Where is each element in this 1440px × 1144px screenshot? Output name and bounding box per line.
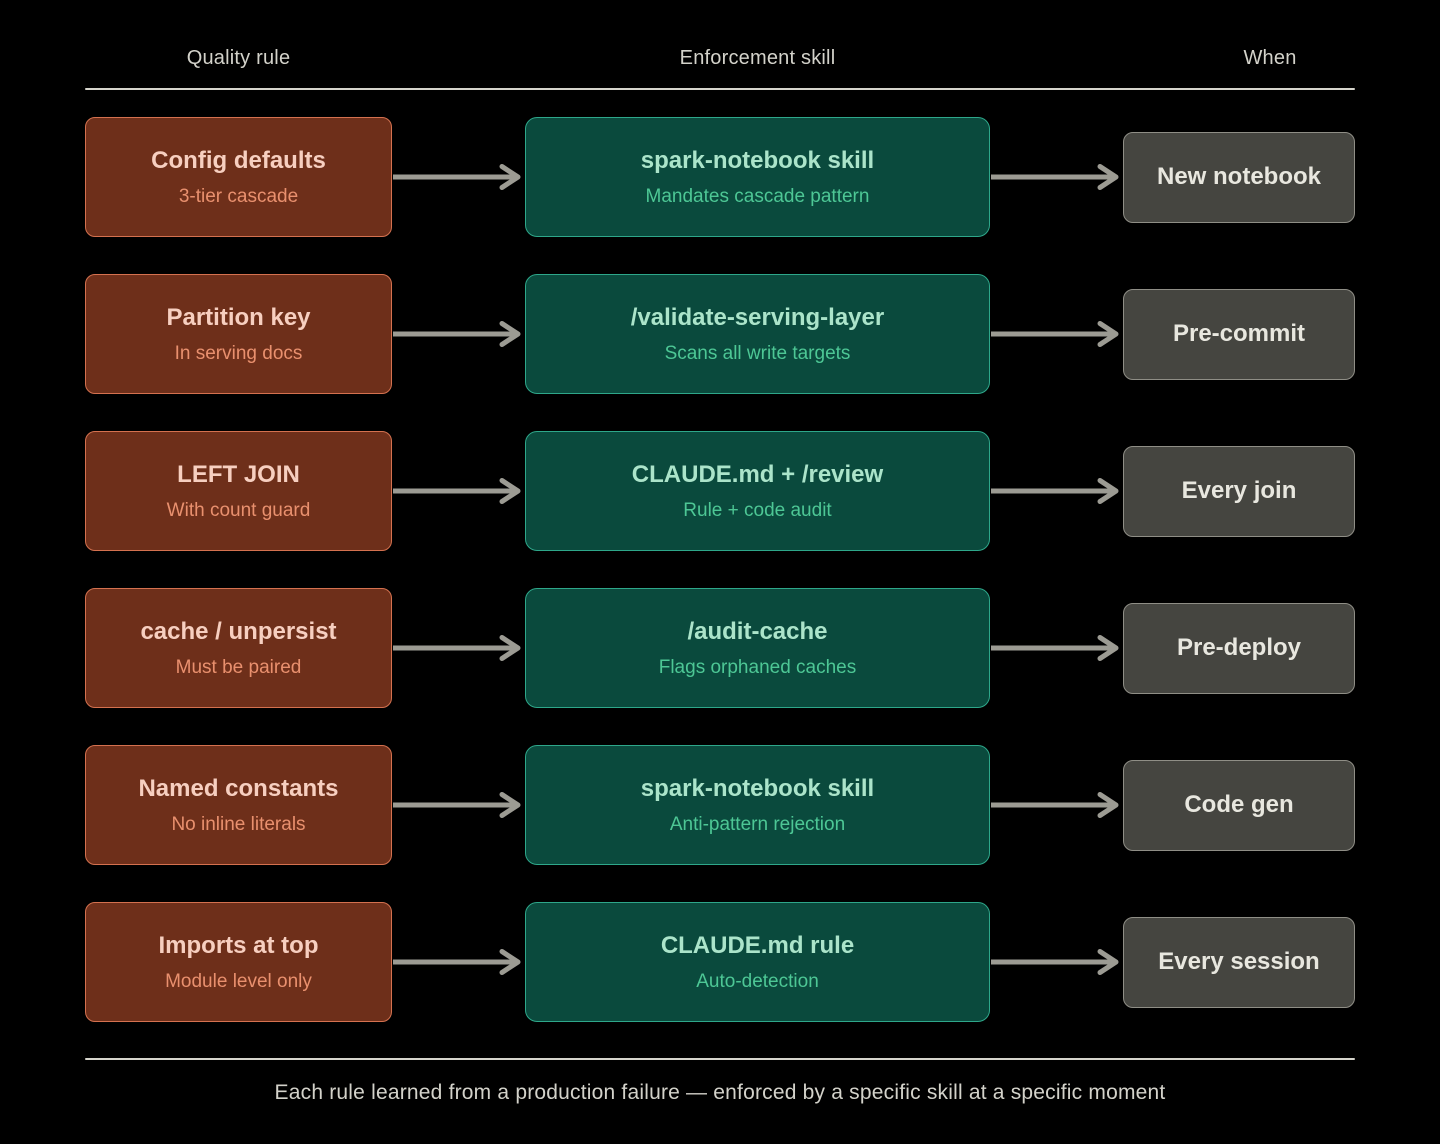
arrow-right-icon: [392, 117, 525, 237]
enforcement-skill-box: /validate-serving-layer Scans all write …: [525, 274, 990, 394]
mapping-row: Imports at top Module level only CLAUDE.…: [85, 902, 1355, 1022]
enforcement-skill-title: CLAUDE.md + /review: [631, 460, 884, 488]
mapping-rows: Config defaults 3-tier cascade spark-not…: [85, 117, 1355, 1022]
quality-rule-box: LEFT JOIN With count guard: [85, 431, 392, 551]
quality-rule-title: Named constants: [138, 774, 339, 802]
when-label: Code gen: [1184, 791, 1294, 818]
enforcement-skill-subtitle: Auto-detection: [696, 970, 819, 992]
quality-rule-box: Config defaults 3-tier cascade: [85, 117, 392, 237]
when-box: Every session: [1123, 916, 1355, 1008]
enforcement-skill-box: /audit-cache Flags orphaned caches: [525, 588, 990, 708]
footer-caption: Each rule learned from a production fail…: [274, 1081, 1166, 1104]
when-box: New notebook: [1123, 131, 1355, 223]
when-label: Every join: [1181, 477, 1297, 504]
enforcement-skill-subtitle: Mandates cascade pattern: [645, 185, 870, 207]
mapping-row: Partition key In serving docs /validate-…: [85, 274, 1355, 394]
enforcement-skill-subtitle: Scans all write targets: [664, 342, 851, 364]
mapping-row: LEFT JOIN With count guard CLAUDE.md + /…: [85, 431, 1355, 551]
when-label: Pre-commit: [1172, 320, 1306, 347]
arrow-right-icon: [990, 902, 1123, 1022]
quality-rule-title: Config defaults: [151, 146, 326, 174]
quality-rule-subtitle: Must be paired: [175, 656, 302, 678]
mapping-row: Named constants No inline literals spark…: [85, 745, 1355, 865]
arrow-right-icon: [990, 117, 1123, 237]
quality-rule-title: Imports at top: [158, 931, 319, 959]
enforcement-skill-title: spark-notebook skill: [640, 774, 875, 802]
quality-rule-box: Imports at top Module level only: [85, 902, 392, 1022]
quality-rule-box: cache / unpersist Must be paired: [85, 588, 392, 708]
enforcement-skill-box: CLAUDE.md + /review Rule + code audit: [525, 431, 990, 551]
arrow-right-icon: [392, 431, 525, 551]
quality-rule-title: Partition key: [166, 303, 311, 331]
when-cell: Every join: [1123, 431, 1355, 551]
enforcement-skill-box: spark-notebook skill Anti-pattern reject…: [525, 745, 990, 865]
when-cell: Pre-commit: [1123, 274, 1355, 394]
enforcement-skill-title: /audit-cache: [687, 617, 828, 645]
header-divider-line: [85, 88, 1355, 90]
quality-rule-box: Named constants No inline literals: [85, 745, 392, 865]
footer-divider-line: [85, 1058, 1355, 1060]
when-cell: Code gen: [1123, 745, 1355, 865]
enforcement-skill-subtitle: Flags orphaned caches: [658, 656, 857, 678]
quality-rule-subtitle: No inline literals: [171, 813, 306, 835]
when-box: Code gen: [1123, 759, 1355, 851]
enforcement-skill-title: spark-notebook skill: [640, 146, 875, 174]
enforcement-skill-subtitle: Anti-pattern rejection: [669, 813, 846, 835]
when-box: Every join: [1123, 445, 1355, 537]
when-label: New notebook: [1156, 163, 1321, 190]
column-header-enforcement-skill: Enforcement skill: [679, 47, 836, 69]
when-cell: New notebook: [1123, 117, 1355, 237]
enforcement-skill-subtitle: Rule + code audit: [683, 499, 832, 521]
enforcement-skill-box: spark-notebook skill Mandates cascade pa…: [525, 117, 990, 237]
arrow-right-icon: [392, 745, 525, 865]
when-label: Every session: [1158, 948, 1320, 975]
quality-rule-subtitle: In serving docs: [174, 342, 303, 364]
column-header-when: When: [1243, 47, 1297, 69]
quality-rule-title: LEFT JOIN: [177, 460, 300, 488]
arrow-right-icon: [392, 588, 525, 708]
enforcement-skill-box: CLAUDE.md rule Auto-detection: [525, 902, 990, 1022]
when-box: Pre-deploy: [1123, 602, 1355, 694]
arrow-right-icon: [990, 431, 1123, 551]
quality-rule-box: Partition key In serving docs: [85, 274, 392, 394]
arrow-right-icon: [392, 902, 525, 1022]
quality-rule-subtitle: With count guard: [166, 499, 311, 521]
when-cell: Pre-deploy: [1123, 588, 1355, 708]
mapping-row: Config defaults 3-tier cascade spark-not…: [85, 117, 1355, 237]
arrow-right-icon: [392, 274, 525, 394]
when-box: Pre-commit: [1123, 288, 1355, 380]
quality-rule-subtitle: 3-tier cascade: [178, 185, 299, 207]
mapping-row: cache / unpersist Must be paired /audit-…: [85, 588, 1355, 708]
arrow-right-icon: [990, 745, 1123, 865]
enforcement-skill-title: CLAUDE.md rule: [660, 931, 855, 959]
quality-rule-title: cache / unpersist: [140, 617, 337, 645]
enforcement-skill-title: /validate-serving-layer: [630, 303, 885, 331]
when-label: Pre-deploy: [1176, 634, 1302, 661]
when-cell: Every session: [1123, 902, 1355, 1022]
column-header-quality-rule: Quality rule: [186, 47, 291, 69]
arrow-right-icon: [990, 588, 1123, 708]
quality-rule-subtitle: Module level only: [165, 970, 312, 992]
arrow-right-icon: [990, 274, 1123, 394]
